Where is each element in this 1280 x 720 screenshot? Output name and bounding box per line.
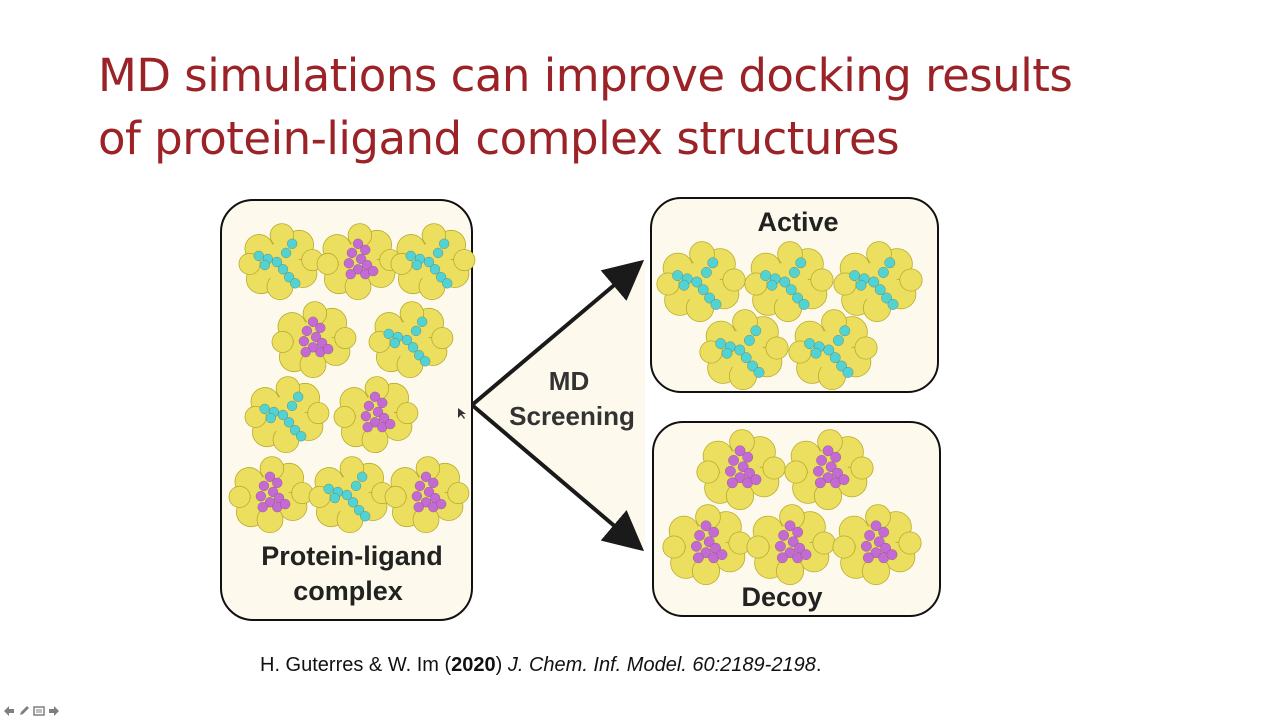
protein-ligand-structure — [746, 504, 836, 586]
active-label: Active — [757, 207, 838, 237]
citation-year: 2020 — [451, 654, 496, 676]
active-panel-structures — [656, 241, 923, 391]
left-panel-structures — [228, 223, 476, 534]
arrow-label-line1: MD — [549, 366, 589, 396]
arrow-to-active — [470, 259, 645, 407]
protein-ligand-structure — [316, 223, 402, 301]
next-arrow-icon[interactable] — [47, 704, 61, 718]
left-panel-label-line2: complex — [293, 576, 403, 606]
protein-ligand-structure — [696, 429, 786, 511]
citation-end: . — [815, 654, 822, 676]
protein-ligand-structure — [308, 456, 394, 534]
left-panel-label-line1: Protein-ligand — [261, 541, 443, 571]
protein-ligand-structure — [662, 504, 752, 586]
protein-ligand-structure — [833, 241, 923, 323]
protein-ligand-structure — [390, 223, 476, 301]
protein-ligand-structure — [788, 309, 878, 391]
protein-ligand-structure — [384, 456, 470, 534]
pen-icon[interactable] — [17, 704, 31, 718]
slides-menu-icon[interactable] — [32, 704, 46, 718]
slide-title-line2: of protein-ligand complex structures — [98, 112, 900, 165]
arrow-label-line2: Screening — [509, 401, 635, 431]
citation-after-year: ) — [495, 654, 508, 676]
slide-title-line1: MD simulations can improve docking resul… — [98, 49, 1073, 102]
protein-ligand-structure — [368, 301, 454, 379]
mouse-cursor-icon — [458, 408, 466, 419]
decoy-panel-structures — [662, 429, 922, 586]
citation-authors: H. Guterres & W. Im ( — [260, 654, 452, 676]
decoy-label: Decoy — [741, 582, 822, 612]
protein-ligand-structure — [832, 504, 922, 586]
protein-ligand-structure — [238, 223, 324, 301]
arrow-wedge — [472, 262, 645, 548]
protein-ligand-structure — [784, 429, 874, 511]
protein-ligand-structure — [744, 241, 834, 323]
protein-ligand-structure — [271, 301, 357, 379]
citation-journal: J. Chem. Inf. Model. 60:2189-2198 — [507, 654, 816, 676]
slide-title: MD simulations can improve docking resul… — [98, 44, 1218, 170]
slideshow-nav — [2, 703, 61, 719]
protein-ligand-structure — [333, 376, 419, 454]
protein-ligand-structure — [244, 376, 330, 454]
prev-arrow-icon[interactable] — [2, 704, 16, 718]
citation: H. Guterres & W. Im (2020) J. Chem. Inf.… — [260, 654, 821, 677]
protein-ligand-structure — [656, 241, 746, 323]
protein-ligand-structure — [228, 456, 314, 534]
arrow-to-decoy — [470, 403, 645, 552]
protein-ligand-structure — [699, 309, 789, 391]
